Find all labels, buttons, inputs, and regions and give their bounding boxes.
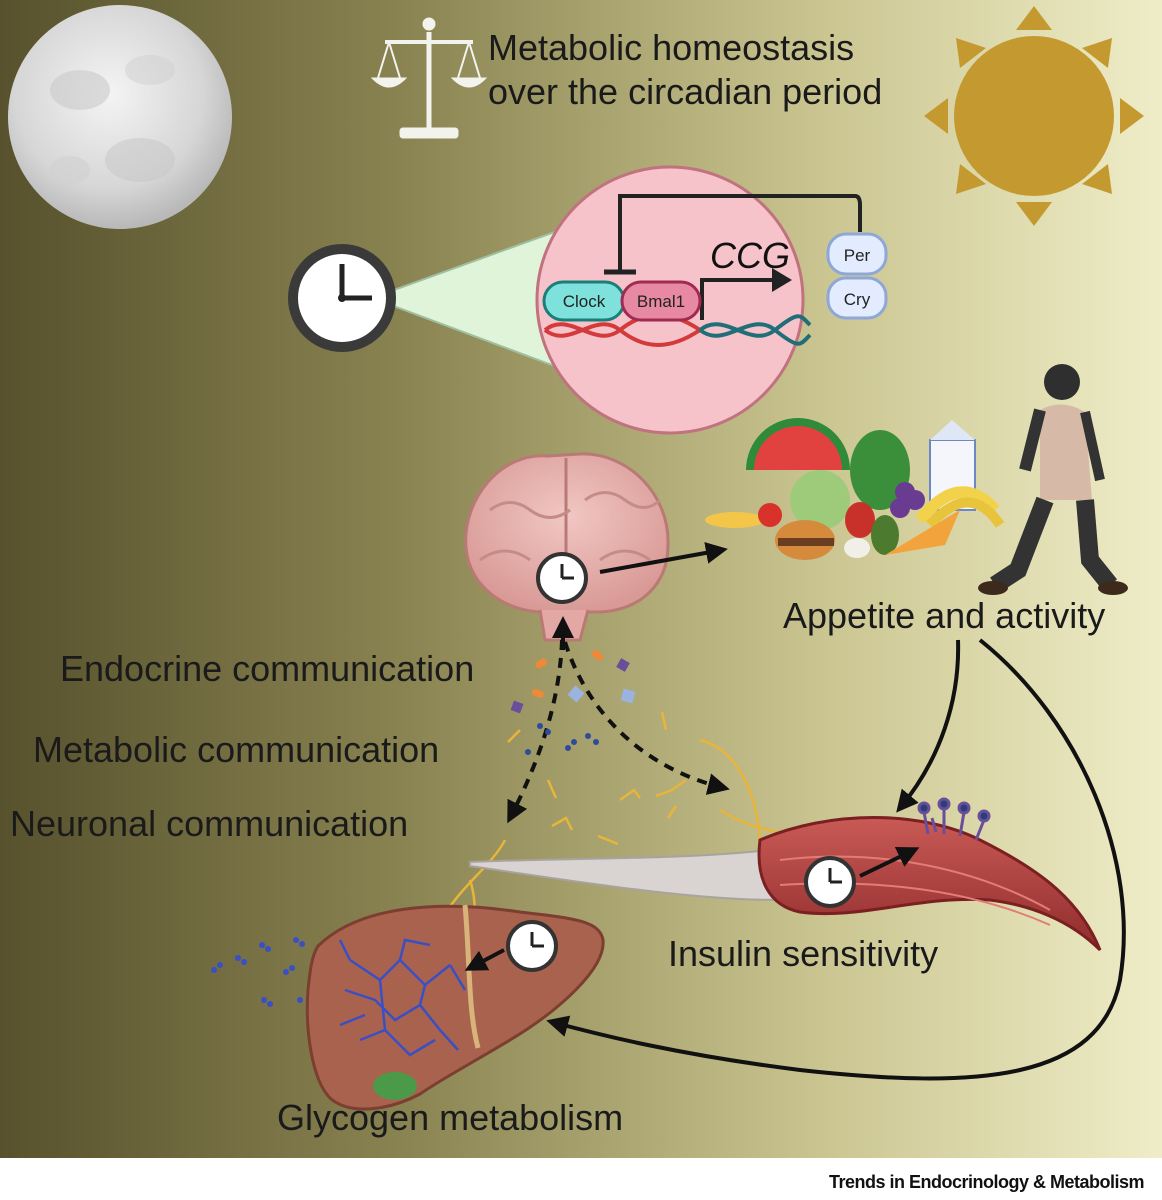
- cry-protein: [826, 276, 888, 320]
- endocrine-molecules: [510, 650, 636, 714]
- metabolic-molecules: [525, 723, 599, 755]
- per-protein-label: Per: [844, 246, 871, 265]
- title-line-2: over the circadian period: [488, 71, 882, 112]
- insulin-sensitivity-label: Insulin sensitivity: [668, 933, 938, 974]
- appetite-to-insulin-arrow: [896, 639, 961, 813]
- insulin-receptors: [917, 797, 991, 841]
- neuronal-communication-label: Neuronal communication: [10, 803, 408, 844]
- moon-icon: [8, 5, 232, 229]
- metabolic-communication-label: Metabolic communication: [33, 729, 439, 770]
- balance-scale-icon: [370, 17, 488, 139]
- title-line-1: Metabolic homeostasis: [488, 27, 854, 68]
- diagram-canvas: Metabolic homeostasis over the circadian…: [0, 0, 1162, 1158]
- endocrine-communication-label: Endocrine communication: [60, 648, 474, 689]
- journal-footer: Trends in Endocrinology & Metabolism: [828, 1172, 1145, 1192]
- liver-clock-arrow: [464, 948, 505, 971]
- feedback-inhibition-line: [618, 194, 862, 272]
- brain-to-muscle-dashed-arrow: [563, 641, 730, 795]
- clock-protein-label: Clock: [563, 292, 606, 311]
- appetite-activity-label: Appetite and activity: [783, 595, 1105, 636]
- cry-protein-label: Cry: [844, 290, 871, 309]
- muscle-clock-icon: [804, 856, 856, 908]
- muscle-clock-arrow: [859, 847, 920, 878]
- clock-icon: [288, 244, 396, 352]
- walking-person-illustration: [978, 364, 1128, 595]
- food-illustration: [705, 418, 1005, 560]
- glucose-molecules: [211, 937, 305, 1007]
- glycogen-metabolism-label: Glycogen metabolism: [277, 1097, 623, 1138]
- liver-clock-icon: [506, 920, 558, 972]
- bmal1-protein-label: Bmal1: [637, 292, 685, 311]
- transcription-arrow: [700, 278, 772, 320]
- per-protein: [826, 232, 888, 276]
- brain-clock-icon: [536, 552, 588, 604]
- ccg-gene-label: CCG: [710, 235, 790, 276]
- appetite-to-glycogen-arrow: [546, 638, 1126, 1081]
- glycogen-network: [338, 938, 467, 1057]
- sun-icon: [924, 6, 1144, 226]
- bmal1-protein: [620, 280, 702, 322]
- brain-to-appetite-arrow: [599, 542, 728, 574]
